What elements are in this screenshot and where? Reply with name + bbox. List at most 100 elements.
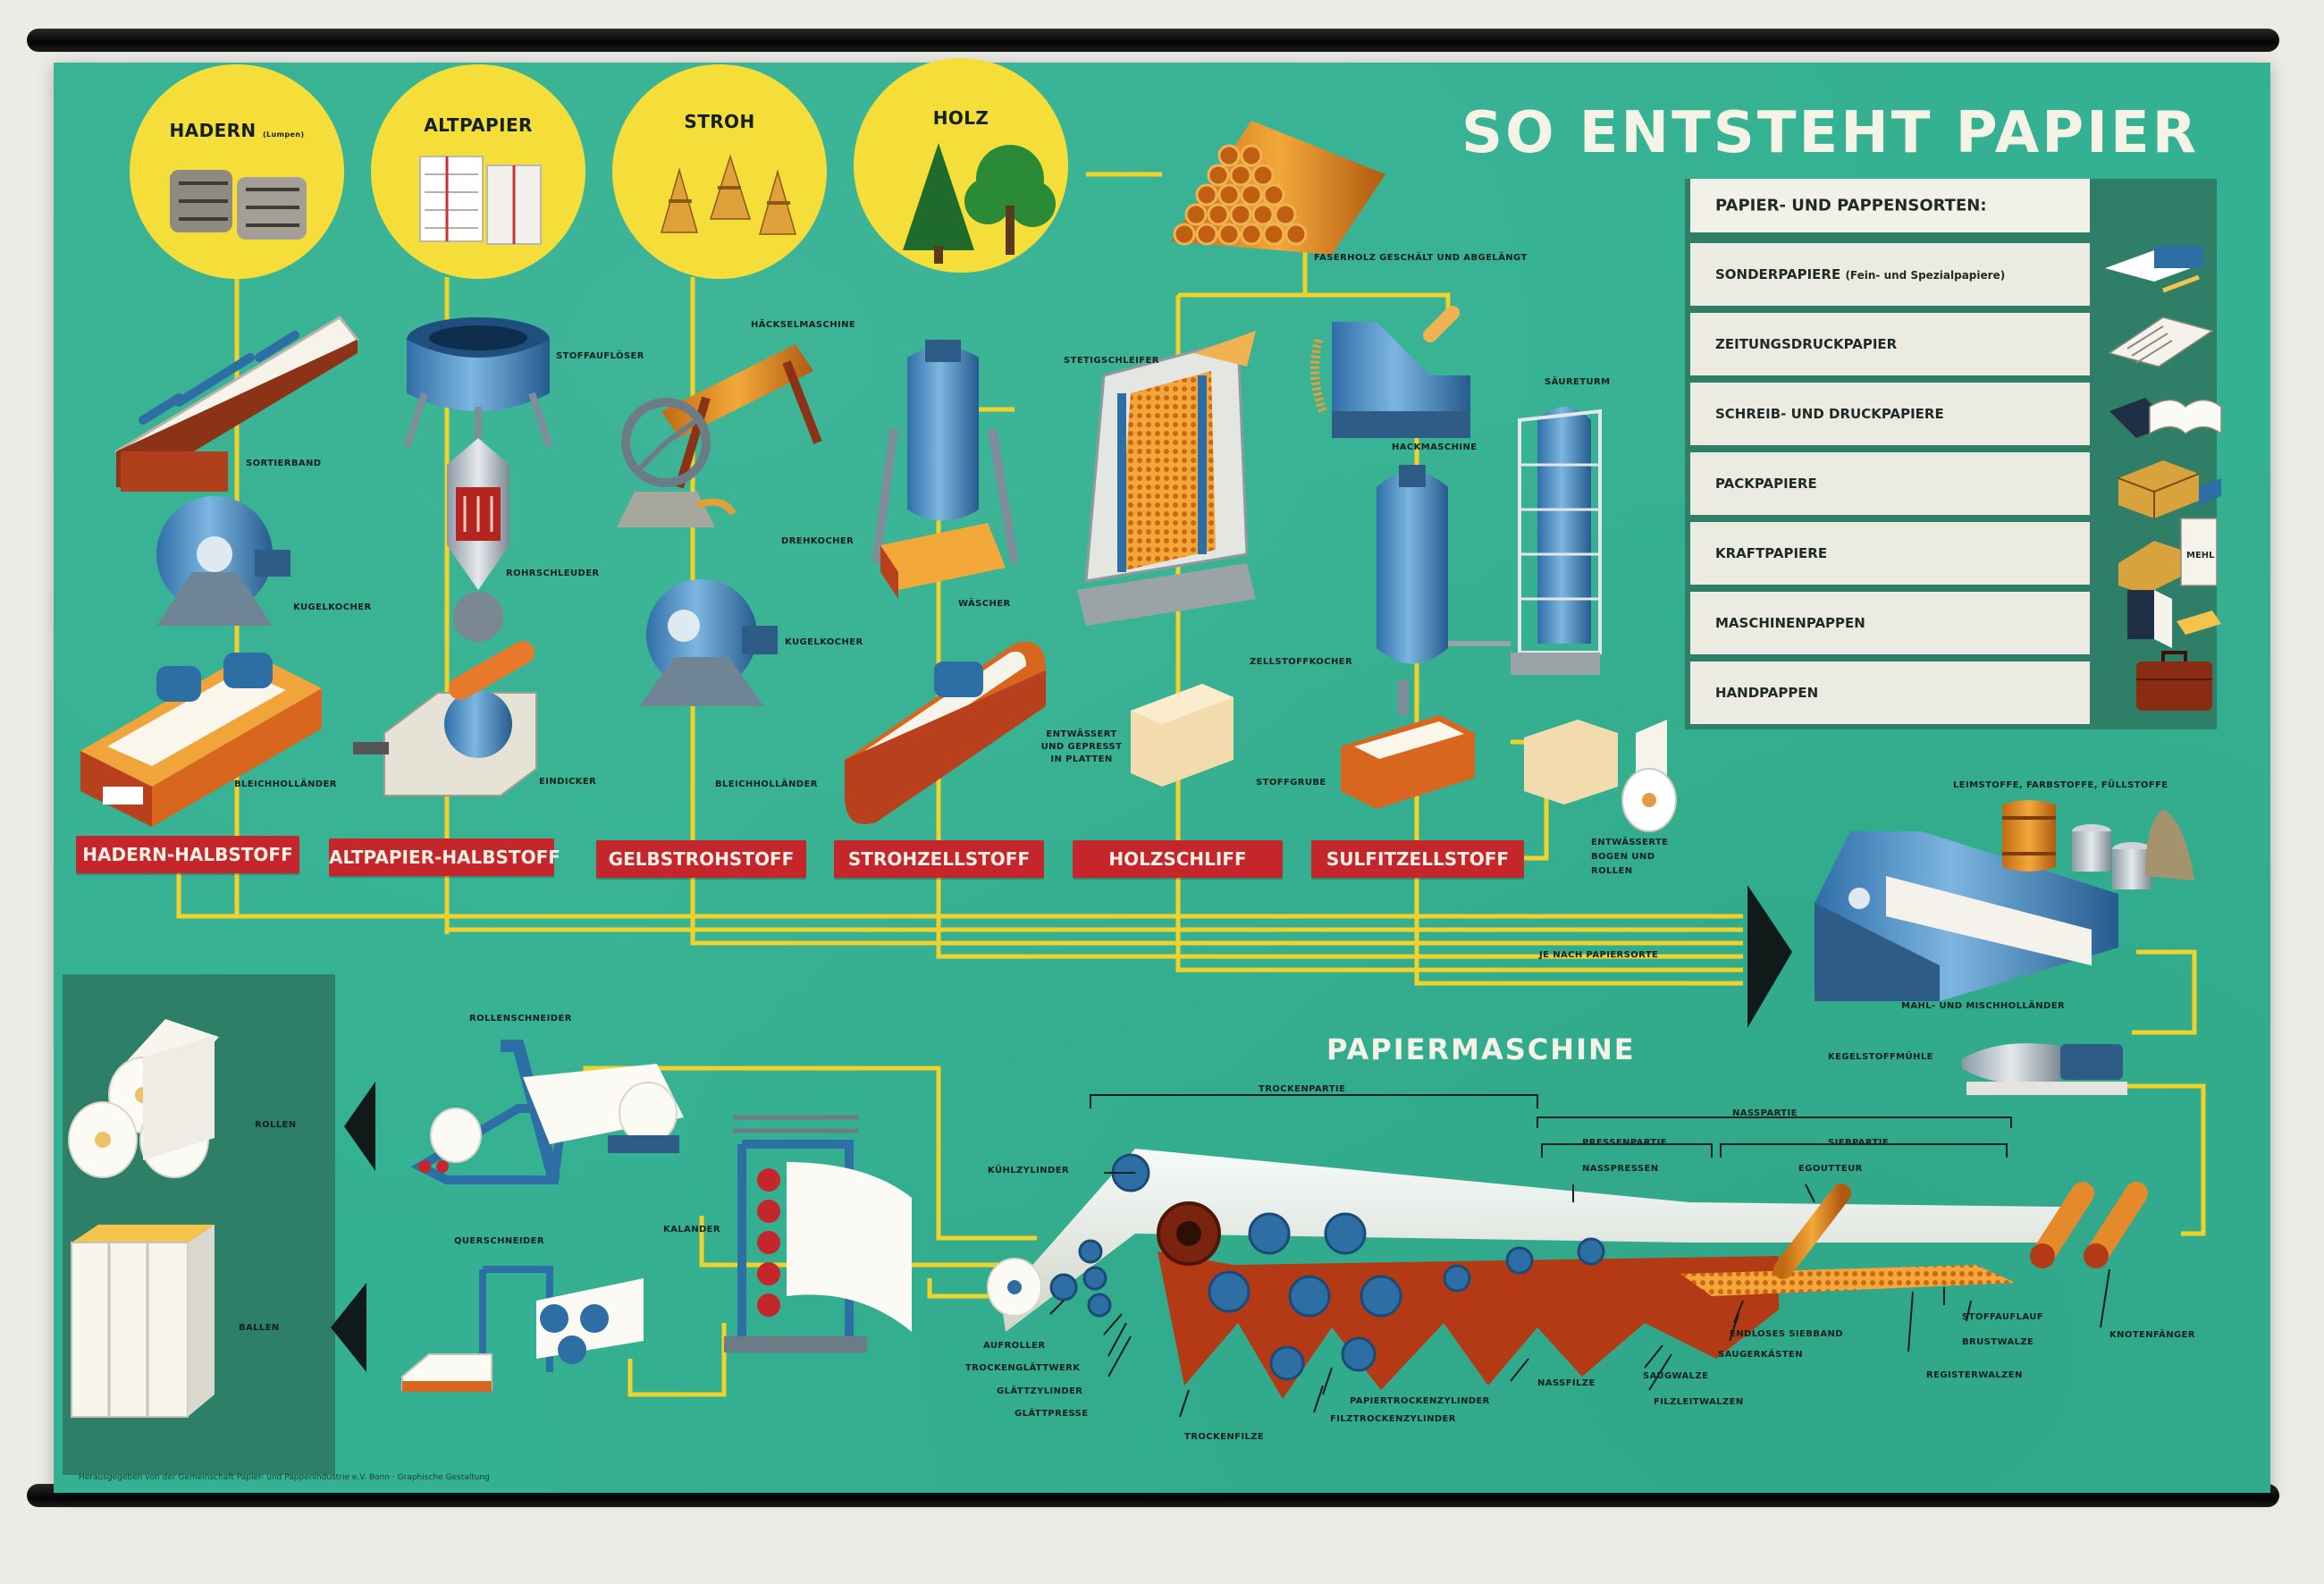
stage-label-sulfit: SULFITZELLSTOFF: [1311, 840, 1524, 878]
machine-label: BLEICHHOLLÄNDER: [234, 779, 337, 789]
section-label: PRESSENPARTIE: [1582, 1138, 1667, 1148]
machine-label: STOFFGRUBE: [1256, 778, 1326, 788]
machine-label: WÄSCHER: [958, 599, 1011, 609]
machine-label: ZELLSTOFFKOCHER: [1250, 657, 1353, 667]
table-row: KRAFTPAPIERE: [1690, 522, 2090, 585]
machine-label: EINDICKER: [539, 777, 597, 787]
tree-icon: [903, 143, 1056, 264]
part-label: TROCKENFILZE: [1184, 1432, 1265, 1442]
machine-label: STETIGSCHLEIFER: [1064, 356, 1159, 366]
table-row: PACKPAPIERE: [1690, 452, 2090, 515]
machine-label: ENTWÄSSERTE BOGEN UND ROLLEN: [1591, 838, 1669, 876]
part-label: GLÄTTZYLINDER: [997, 1386, 1083, 1396]
suitcase-icon: [2136, 651, 2212, 711]
straw-sheaf-icon: [661, 154, 796, 235]
finishing-machines: [401, 1040, 912, 1392]
newspaper-icon: [2108, 316, 2214, 367]
mixer-section: [1747, 800, 2194, 1095]
raw-material-label: STROH: [684, 111, 755, 132]
sack-label: MEHL: [2186, 551, 2215, 560]
section-label: NASSPARTIE: [1732, 1108, 1798, 1118]
part-label: REGISTERWALZEN: [1926, 1370, 2023, 1380]
stage-label-hadern: HADERN-HALBSTOFF: [76, 836, 299, 873]
machine-label: ENTWÄSSERT UND GEPRESST IN PLATTEN: [1040, 729, 1123, 764]
machine-label: HÄCKSELMASCHINE: [751, 320, 856, 330]
wood-caption: FASERHOLZ GESCHÄLT UND ABGELÄNGT: [1314, 253, 1528, 263]
part-label: STOFFAUFLAUF: [1962, 1312, 2043, 1322]
paper-roll-icon: [68, 1019, 219, 1178]
stage-label-gelbstroh: GELBSTROHSTOFF: [596, 840, 806, 878]
raw-material-label: HOLZ: [932, 107, 989, 129]
part-label: FILZTROCKENZYLINDER: [1330, 1414, 1456, 1424]
table-row: MASCHINENPAPPEN: [1690, 592, 2090, 654]
product-label: BALLEN: [239, 1323, 280, 1333]
poster-title: SO ENTSTEHT PAPIER: [1461, 100, 2199, 166]
paper-bale-stack-icon: [71, 1225, 215, 1418]
part-label: NASSFILZE: [1537, 1378, 1596, 1388]
machine-label: KEGELSTOFFMÜHLE: [1828, 1052, 1933, 1062]
special-paper-icon: [2105, 246, 2203, 293]
table-row: ZEITUNGSDRUCKPAPIER: [1690, 313, 2090, 375]
stage-label-altpapier: ALTPAPIER-HALBSTOFF: [329, 838, 560, 876]
part-label: TROCKENGLÄTTWERK: [965, 1363, 1081, 1373]
machine-label: SÄURETURM: [1545, 377, 1611, 387]
machine-label: KALANDER: [663, 1225, 721, 1234]
raw-material-label: ALTPAPIER: [424, 114, 533, 136]
table-header: PAPIER- UND PAPPENSORTEN:: [1690, 179, 2090, 232]
paper-sorts-table: PAPIER- UND PAPPENSORTEN: SONDERPAPIERE …: [1685, 179, 2217, 729]
part-label: KÜHLZYLINDER: [988, 1166, 1070, 1175]
part-label: FILZLEITWALZEN: [1654, 1397, 1744, 1407]
stage-label-holzschliff: HOLZSCHLIFF: [1073, 840, 1283, 878]
part-label: ENDLOSES SIEBBAND: [1730, 1329, 1843, 1339]
machine-label: KUGELKOCHER: [293, 602, 372, 612]
machine-label: HACKMASCHINE: [1392, 442, 1478, 452]
book-icon: [2109, 398, 2222, 438]
papermachine: [987, 1149, 2148, 1399]
part-label: GLÄTTPRESSE: [1015, 1409, 1089, 1419]
machine-label: JE NACH PAPIERSORTE: [1539, 950, 1659, 960]
column-holzschliff: [1077, 331, 1256, 787]
column-sulfit: [1310, 306, 1677, 832]
log-pile-icon: [1171, 121, 1385, 255]
part-label: NASSPRESSEN: [1582, 1164, 1659, 1174]
table-row: SONDERPAPIERE (Fein- und Spezialpapiere): [1690, 243, 2090, 306]
machine-label: ROHRSCHLEUDER: [506, 569, 600, 578]
parcel-icon: [2118, 460, 2221, 518]
column-strohzellstoff: [845, 340, 1046, 824]
raw-material-circles: [130, 58, 1068, 279]
paper-bale-icon: [419, 156, 542, 245]
column-stroh: [617, 344, 822, 706]
part-label: PAPIERTROCKENZYLINDER: [1350, 1396, 1490, 1406]
machine-label: KUGELKOCHER: [785, 637, 863, 647]
machine-label: MAHL- UND MISCHHOLLÄNDER: [1901, 1001, 2066, 1011]
product-label: ROLLEN: [255, 1120, 297, 1130]
table-row: HANDPAPPEN: [1690, 661, 2090, 724]
raw-material-label: HADERN (Lumpen): [169, 120, 305, 141]
stage-label-strohzellstoff: STROHZELLSTOFF: [834, 840, 1044, 878]
machine-label: STOFFAUFLÖSER: [556, 351, 644, 361]
part-label: KNOTENFÄNGER: [2109, 1330, 2195, 1340]
part-label: EGOUTTEUR: [1798, 1164, 1863, 1174]
machine-label: ROLLENSCHNEIDER: [469, 1014, 572, 1024]
poster-credit: Herausgegeben von der Gemeinschaft Papie…: [79, 1473, 490, 1482]
column-altpapier: [353, 317, 553, 796]
machine-label: LEIMSTOFFE, FARBSTOFFE, FÜLLSTOFFE: [1953, 780, 2168, 790]
section-label: SIEBPARTIE: [1828, 1138, 1890, 1148]
table-row: SCHREIB- UND DRUCKPAPIERE: [1690, 383, 2090, 445]
cardboard-icon: [2127, 590, 2221, 648]
part-label: AUFROLLER: [983, 1341, 1046, 1351]
section-label: TROCKENPARTIE: [1259, 1084, 1346, 1094]
products: [68, 1019, 375, 1418]
machine-label: QUERSCHNEIDER: [454, 1236, 545, 1246]
machine-label: SORTIERBAND: [246, 459, 322, 468]
rag-bale-icon: [170, 170, 307, 240]
table-icons: MEHL: [2105, 246, 2222, 711]
column-hadern: [80, 316, 360, 827]
part-label: BRUSTWALZE: [1962, 1337, 2034, 1347]
machine-label: DREHKOCHER: [781, 536, 855, 546]
part-label: SAUGWALZE: [1643, 1371, 1709, 1381]
top-rod: [27, 29, 2279, 52]
machine-label: BLEICHHOLLÄNDER: [715, 779, 818, 789]
